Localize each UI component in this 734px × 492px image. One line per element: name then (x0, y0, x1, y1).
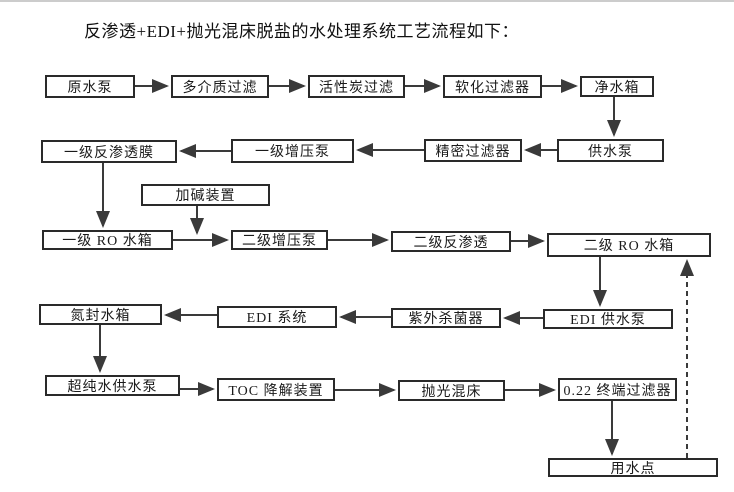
node-ultrapure-feed-pump: 超纯水供水泵 (45, 375, 180, 396)
node-alkali-dosing-unit: 加碱装置 (141, 184, 270, 206)
node-activated-carbon-filter: 活性炭过滤 (308, 75, 405, 98)
node-stage2-ro: 二级反渗透 (391, 231, 511, 252)
node-multi-media-filter: 多介质过滤 (171, 75, 269, 98)
node-stage1-booster-pump: 一级增压泵 (231, 139, 354, 163)
node-stage2-booster-pump: 二级增压泵 (231, 230, 328, 250)
node-toc-reduction-unit: TOC 降解装置 (217, 378, 335, 401)
node-stage1-ro-tank: 一级 RO 水箱 (42, 230, 173, 250)
node-nitrogen-sealed-tank: 氮封水箱 (39, 304, 162, 325)
node-edi-feed-pump: EDI 供水泵 (543, 309, 673, 329)
node-water-supply-pump: 供水泵 (557, 139, 664, 162)
node-stage2-ro-tank: 二级 RO 水箱 (547, 233, 711, 257)
node-edi-system: EDI 系统 (217, 306, 337, 328)
node-polishing-mixed-bed: 抛光混床 (398, 380, 505, 401)
node-precision-filter: 精密过滤器 (424, 139, 522, 162)
node-clean-water-tank: 净水箱 (580, 76, 654, 97)
node-stage1-ro-membrane: 一级反渗透膜 (41, 140, 177, 163)
node-point-of-use: 用水点 (548, 458, 718, 477)
node-terminal-filter-022: 0.22 终端过滤器 (558, 378, 677, 401)
node-uv-sterilizer: 紫外杀菌器 (391, 308, 501, 328)
node-raw-water-pump: 原水泵 (45, 75, 135, 98)
page-title: 反渗透+EDI+抛光混床脱盐的水处理系统工艺流程如下： (84, 22, 519, 41)
page-top-border (0, 0, 734, 2)
node-softening-filter: 软化过滤器 (443, 75, 542, 98)
